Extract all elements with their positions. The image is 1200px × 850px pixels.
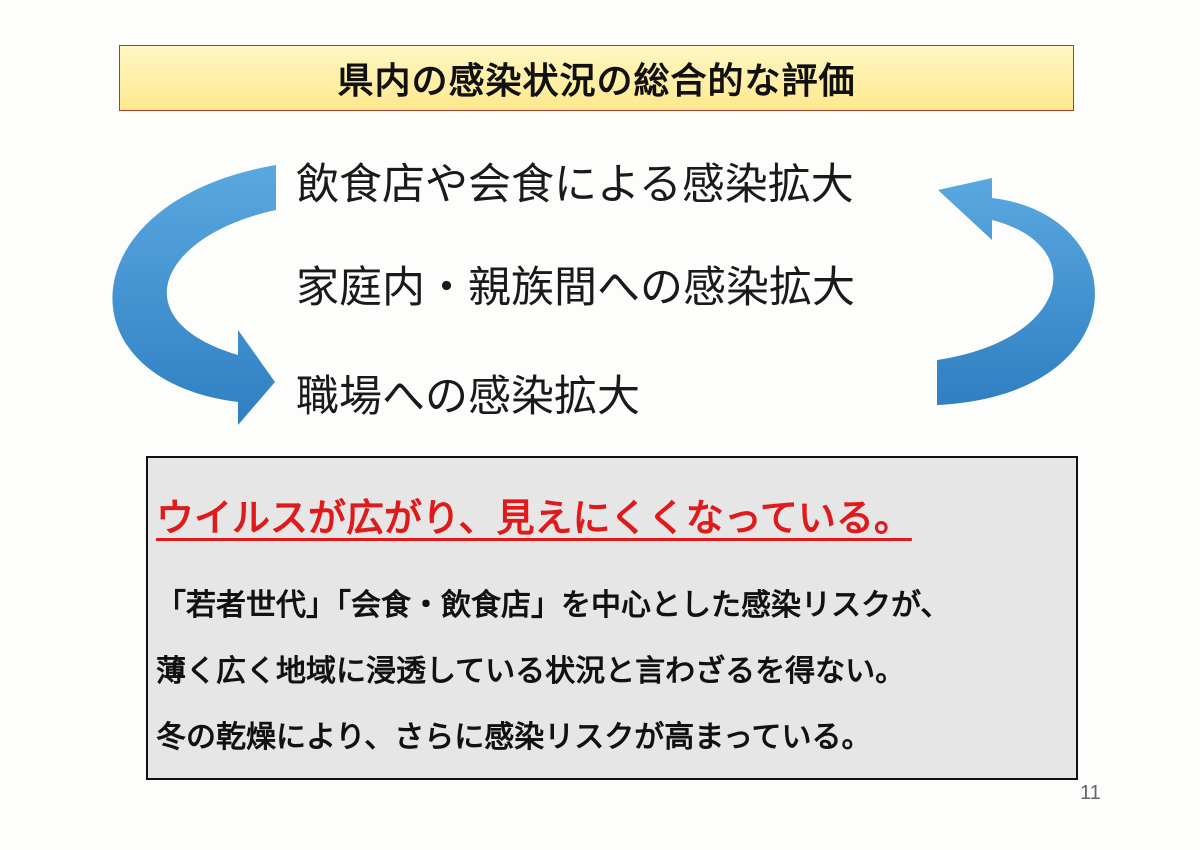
summary-box — [146, 456, 1078, 780]
summary-line-1: 「若者世代」「会食・飲食店」を中心とした感染リスクが、 — [156, 588, 951, 623]
summary-headline: ウイルスが広がり、見えにくくなっている。 — [156, 496, 912, 540]
summary-line-2: 薄く広く地域に浸透している状況と言わざるを得ない。 — [156, 654, 906, 689]
cycle-item-household: 家庭内・親族間への感染拡大 — [296, 263, 855, 313]
summary-line-3: 冬の乾燥により、さらに感染リスクが高まっている。 — [156, 720, 872, 755]
title-box: 県内の感染状況の総合的な評価 — [119, 45, 1074, 111]
curved-arrow-down-right-icon — [112, 165, 276, 425]
curved-arrow-up-left-icon — [937, 178, 1095, 405]
cycle-item-workplace: 職場への感染拡大 — [296, 372, 640, 422]
page-number: 11 — [1080, 782, 1101, 804]
slide-title: 県内の感染状況の総合的な評価 — [337, 61, 856, 102]
cycle-item-restaurant: 飲食店や会食による感染拡大 — [296, 160, 854, 210]
